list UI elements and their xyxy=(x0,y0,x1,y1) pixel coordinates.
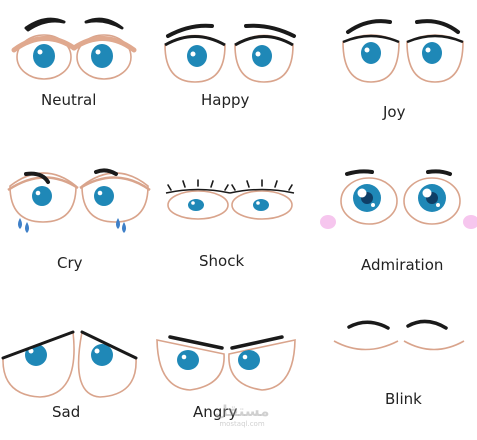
label-joy: Joy xyxy=(383,103,406,121)
eyebrow-left xyxy=(24,171,50,184)
eyelid-line xyxy=(80,330,138,360)
label-shock: Shock xyxy=(199,252,245,270)
eyebrow-left xyxy=(168,335,224,350)
iris xyxy=(238,350,260,370)
eyelid-crease xyxy=(11,36,77,53)
eyebrow-right xyxy=(230,335,284,350)
highlight xyxy=(35,190,41,196)
happy-eyes xyxy=(164,23,296,83)
highlight xyxy=(181,354,187,360)
shock-eyes xyxy=(165,179,295,220)
eyebrow-left xyxy=(346,19,392,34)
closed-eye-right xyxy=(403,340,465,351)
iris xyxy=(361,42,381,64)
eyelid-line xyxy=(234,35,294,47)
highlight xyxy=(436,203,440,207)
eyebrow-left xyxy=(345,169,374,176)
label-admiration: Admiration xyxy=(361,256,444,274)
eyelid-line xyxy=(229,188,295,194)
eyebrow-left xyxy=(166,23,214,38)
highlight xyxy=(191,201,195,205)
highlight xyxy=(255,51,261,57)
eyelid-line xyxy=(342,34,400,44)
iris xyxy=(187,45,207,67)
eyebrow-right xyxy=(426,169,452,176)
eye-outline xyxy=(81,172,149,223)
eyebrow-left xyxy=(24,17,66,32)
iris xyxy=(33,44,55,68)
highlight xyxy=(94,348,100,354)
highlight xyxy=(28,348,34,354)
iris xyxy=(177,350,199,370)
highlight xyxy=(357,188,367,198)
watermark-subtitle: mostaql.com xyxy=(219,420,265,428)
iris xyxy=(422,42,442,64)
eyelid-line xyxy=(1,330,75,360)
highlight xyxy=(242,354,248,360)
highlight xyxy=(37,49,43,55)
tear-drop-icon xyxy=(25,222,29,233)
highlight xyxy=(422,188,432,198)
watermark-title: مستقل xyxy=(214,402,270,420)
eyebrow-right xyxy=(415,19,460,34)
blush-right xyxy=(463,215,477,229)
label-blink: Blink xyxy=(385,390,422,408)
cry-eyes xyxy=(7,168,151,233)
highlight xyxy=(364,47,370,53)
eyebrow-right xyxy=(244,23,296,38)
eyelid-line xyxy=(165,188,231,194)
eyebrow-right xyxy=(406,319,448,330)
highlight xyxy=(97,190,103,196)
label-sad: Sad xyxy=(52,403,81,421)
tear-drop-icon xyxy=(116,218,120,229)
admiration-eyes xyxy=(320,169,477,229)
eyelid-line xyxy=(164,35,226,47)
eyebrow-right xyxy=(94,168,118,176)
tear-drop-icon xyxy=(122,222,126,233)
label-angry: Angry xyxy=(193,403,238,421)
iris xyxy=(252,45,272,67)
iris xyxy=(94,186,114,206)
iris xyxy=(32,186,52,206)
blush-left xyxy=(320,215,336,229)
watermark: مستقل mostaql.com xyxy=(212,402,272,436)
joy-eyes xyxy=(342,19,464,83)
blink-eyes xyxy=(333,319,465,351)
iris xyxy=(91,44,113,68)
highlight xyxy=(425,47,431,53)
angry-eyes xyxy=(156,335,296,391)
eyelid-line xyxy=(79,176,151,192)
eyelashes xyxy=(167,179,293,191)
highlight xyxy=(95,49,101,55)
eyebrow-right xyxy=(84,17,124,30)
eyelid-crease xyxy=(71,36,137,53)
highlight xyxy=(371,203,375,207)
eyebrow-left xyxy=(347,320,390,330)
neutral-eyes xyxy=(11,17,137,80)
label-cry: Cry xyxy=(57,254,83,272)
label-neutral: Neutral xyxy=(41,91,97,109)
iris xyxy=(253,199,269,211)
iris xyxy=(91,344,113,366)
highlight xyxy=(190,51,196,57)
tear-drop-icon xyxy=(18,218,22,229)
sad-eyes xyxy=(1,330,138,398)
closed-eye-left xyxy=(333,340,399,351)
label-happy: Happy xyxy=(201,91,250,109)
highlight xyxy=(256,201,260,205)
iris xyxy=(188,199,204,211)
eyelid-line xyxy=(406,34,464,44)
